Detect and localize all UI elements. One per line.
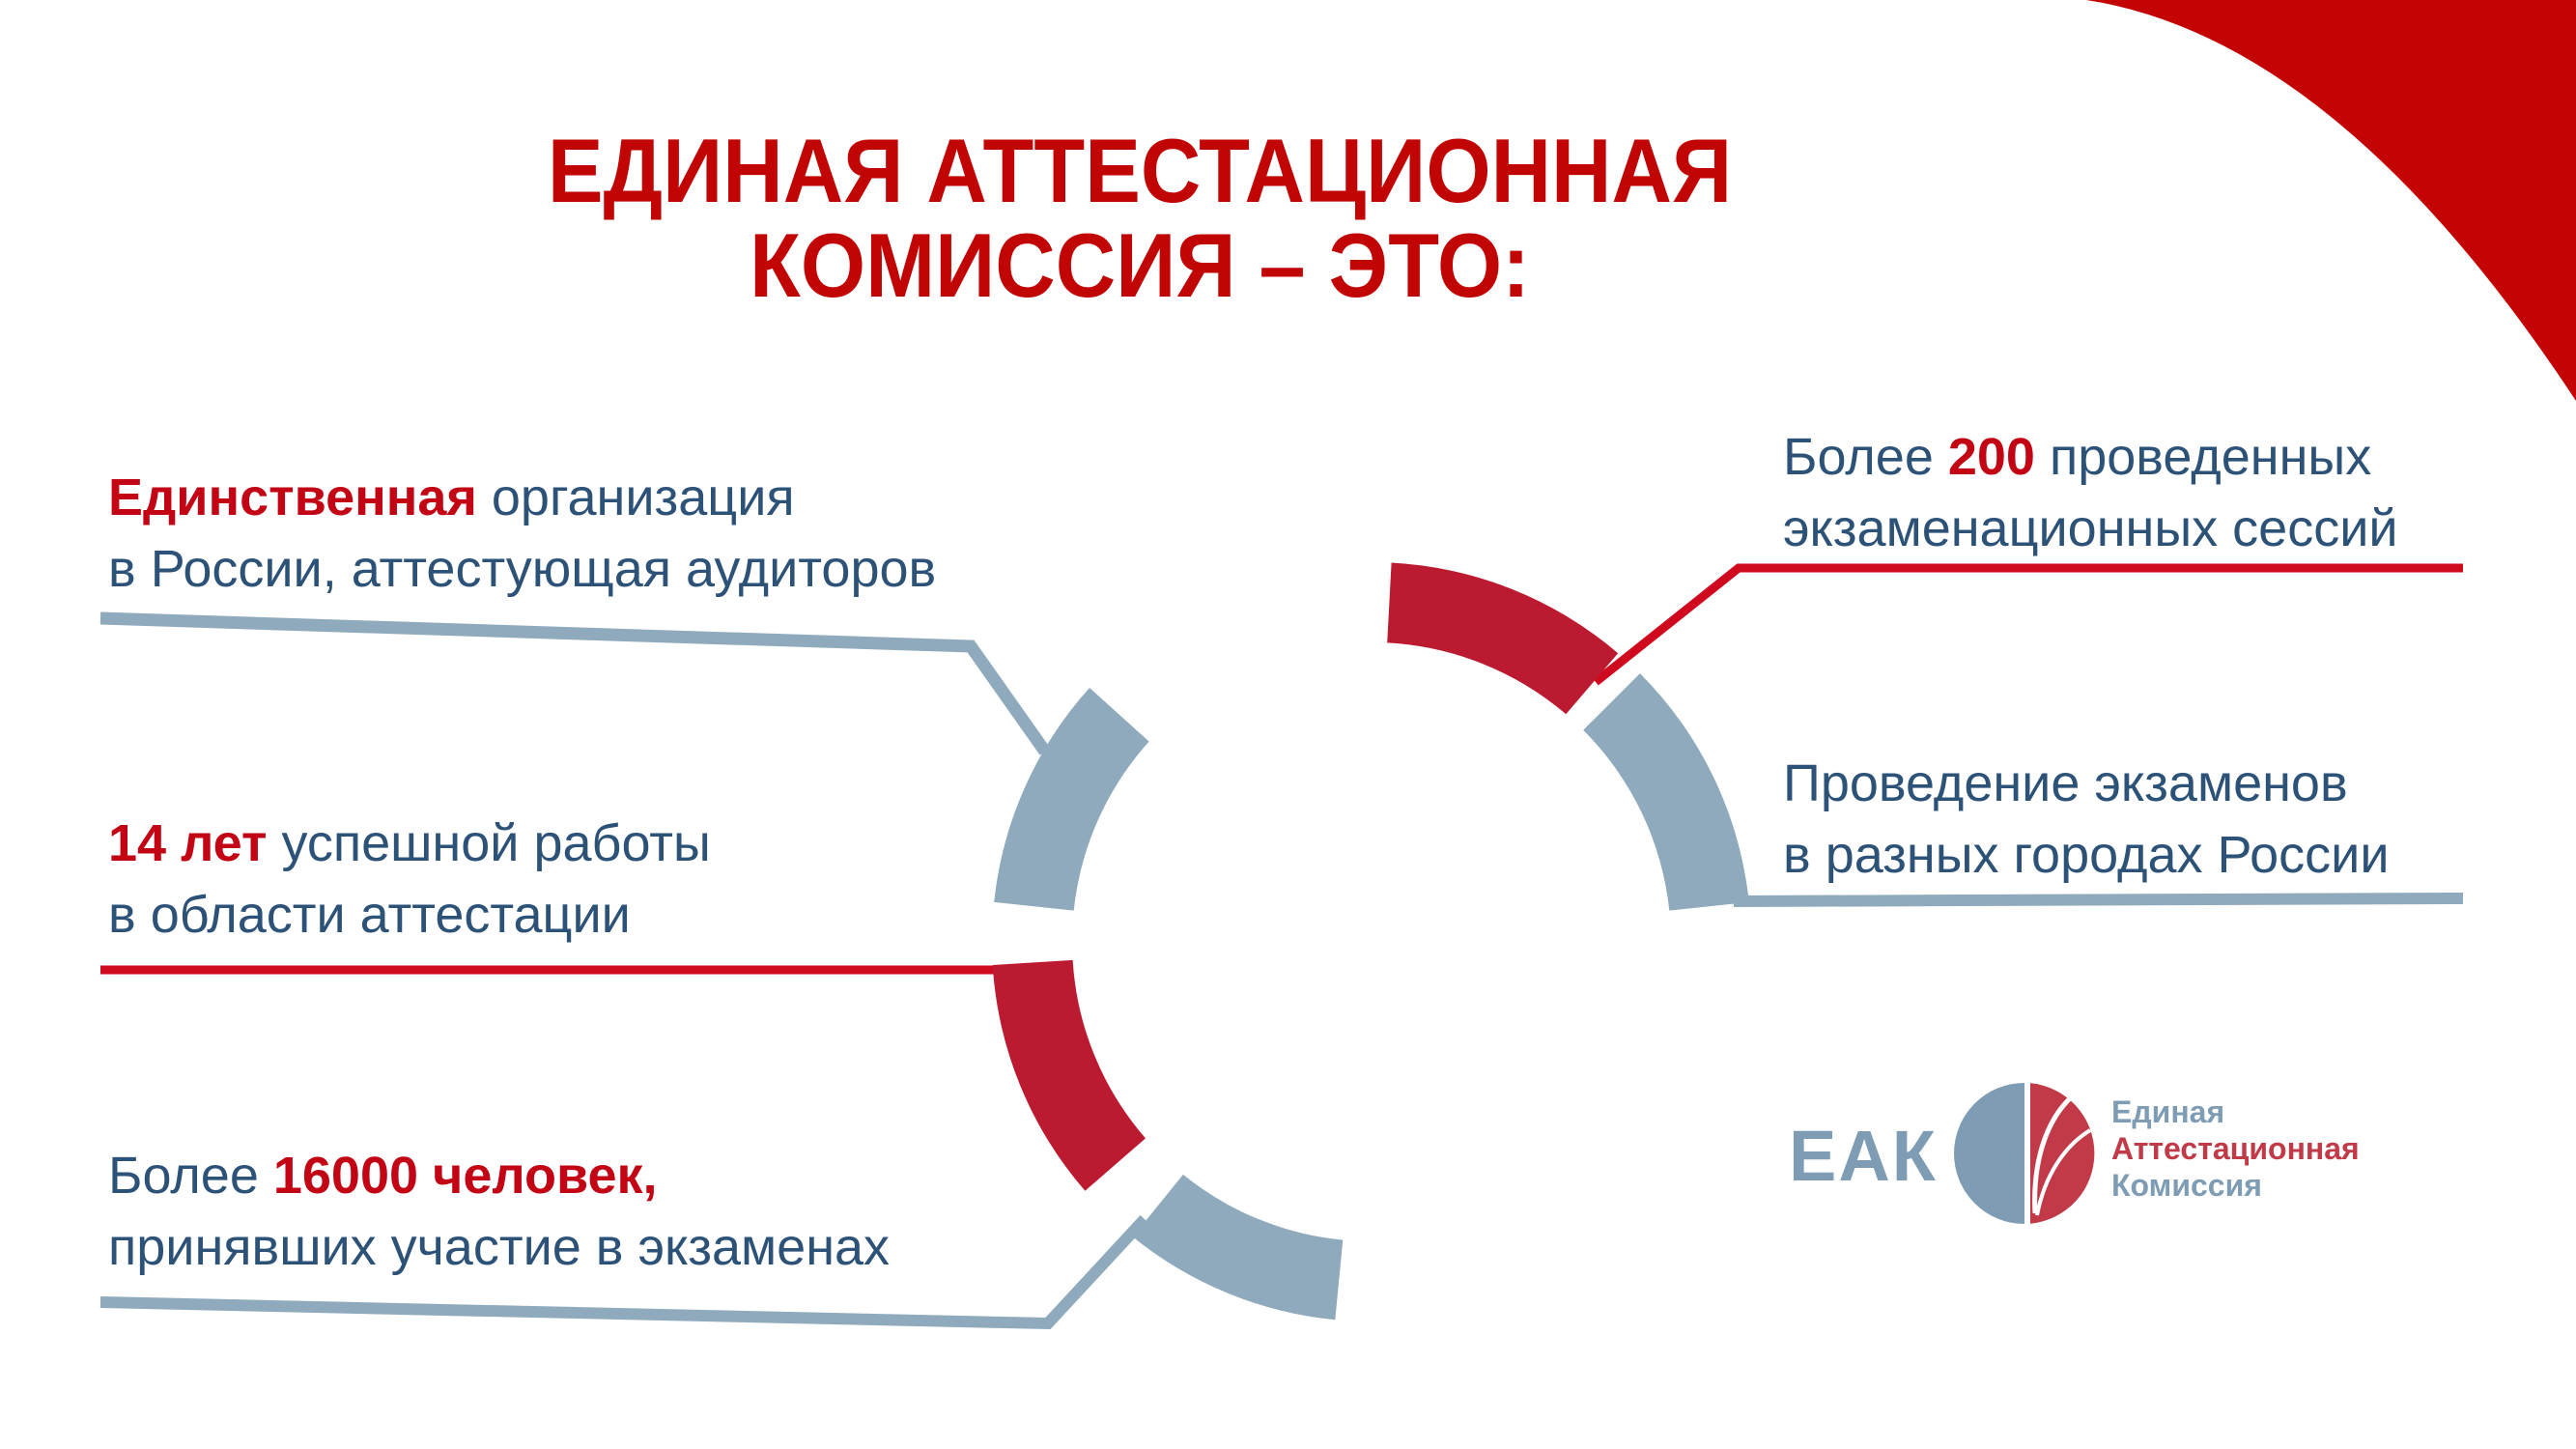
logo-emblem-slice-1 — [2032, 1087, 2082, 1214]
fact-left-1-highlight: Единственная — [108, 469, 477, 526]
fact-left-3: Более 16000 человек, принявших участие в… — [108, 1140, 890, 1283]
corner-accent-shape — [2086, 0, 2576, 401]
fact-left-2-line-2: в области аттестации — [108, 886, 631, 944]
fact-left-1: Единственная организация в России, аттес… — [108, 462, 936, 605]
ring-arc-right-gray — [1583, 673, 1749, 911]
fact-left-3-line-1: Более 16000 человек, — [108, 1147, 658, 1205]
fact-right-2-line-1: Проведение экзаменов — [1783, 754, 2348, 812]
logo-text-line-1: Единая — [2111, 1094, 2225, 1129]
fact-left-1-line-2: в России, аттестующая аудиторов — [108, 540, 937, 598]
leader-line-fact-left-3 — [99, 1214, 1149, 1330]
fact-right-1-highlight: 200 — [1947, 428, 2035, 486]
fact-right-2: Проведение экзаменов в разных городах Ро… — [1783, 748, 2390, 891]
logo-abbr: ЕАК — [1789, 1116, 1938, 1196]
page-title: ЕДИНАЯ АТТЕСТАЦИОННАЯ КОМИССИЯ – ЭТО: — [473, 124, 1806, 313]
logo-text-line-2: Аттестационная — [2111, 1131, 2360, 1166]
leader-line-fact-left-1 — [99, 611, 1051, 755]
logo-emblem-icon — [1954, 1083, 2095, 1224]
fact-right-1-line-2: экзаменационных сессий — [1783, 499, 2398, 557]
logo-text-line-3: Комиссия — [2111, 1168, 2262, 1203]
ring-arc-top-red — [1387, 562, 1619, 715]
ring-arc-left-red — [992, 959, 1146, 1191]
logo-emblem-left-half — [1954, 1083, 2024, 1224]
fact-left-2-line-1: 14 лет успешной работы — [108, 814, 711, 872]
fact-right-2-line-2: в разных городах России — [1783, 826, 2390, 884]
page-title-line-1: ЕДИНАЯ АТТЕСТАЦИОННАЯ — [547, 120, 1733, 221]
fact-left-2: 14 лет успешной работы в области аттеста… — [108, 808, 711, 951]
fact-left-1-line-1: Единственная организация — [108, 469, 795, 526]
ring-arc-bottom-gray — [1132, 1174, 1344, 1321]
fact-left-3-line-2: принявших участие в экзаменах — [108, 1218, 891, 1276]
leader-line-fact-right-1 — [1593, 563, 2463, 686]
page-title-line-2: КОМИССИЯ – ЭТО: — [750, 214, 1530, 316]
logo-text: Единая Аттестационная Комиссия — [2111, 1094, 2360, 1204]
ring-arc-top-left-gray — [994, 688, 1149, 911]
logo-emblem-slice-2 — [2035, 1128, 2092, 1216]
fact-left-3-highlight: 16000 человек — [272, 1147, 643, 1205]
leader-line-fact-right-2 — [1733, 893, 2464, 907]
fact-right-1-line-1: Более 200 проведенных — [1783, 428, 2372, 486]
fact-left-2-highlight: 14 лет — [108, 814, 268, 872]
fact-right-1: Более 200 проведенных экзаменационных се… — [1783, 421, 2398, 564]
